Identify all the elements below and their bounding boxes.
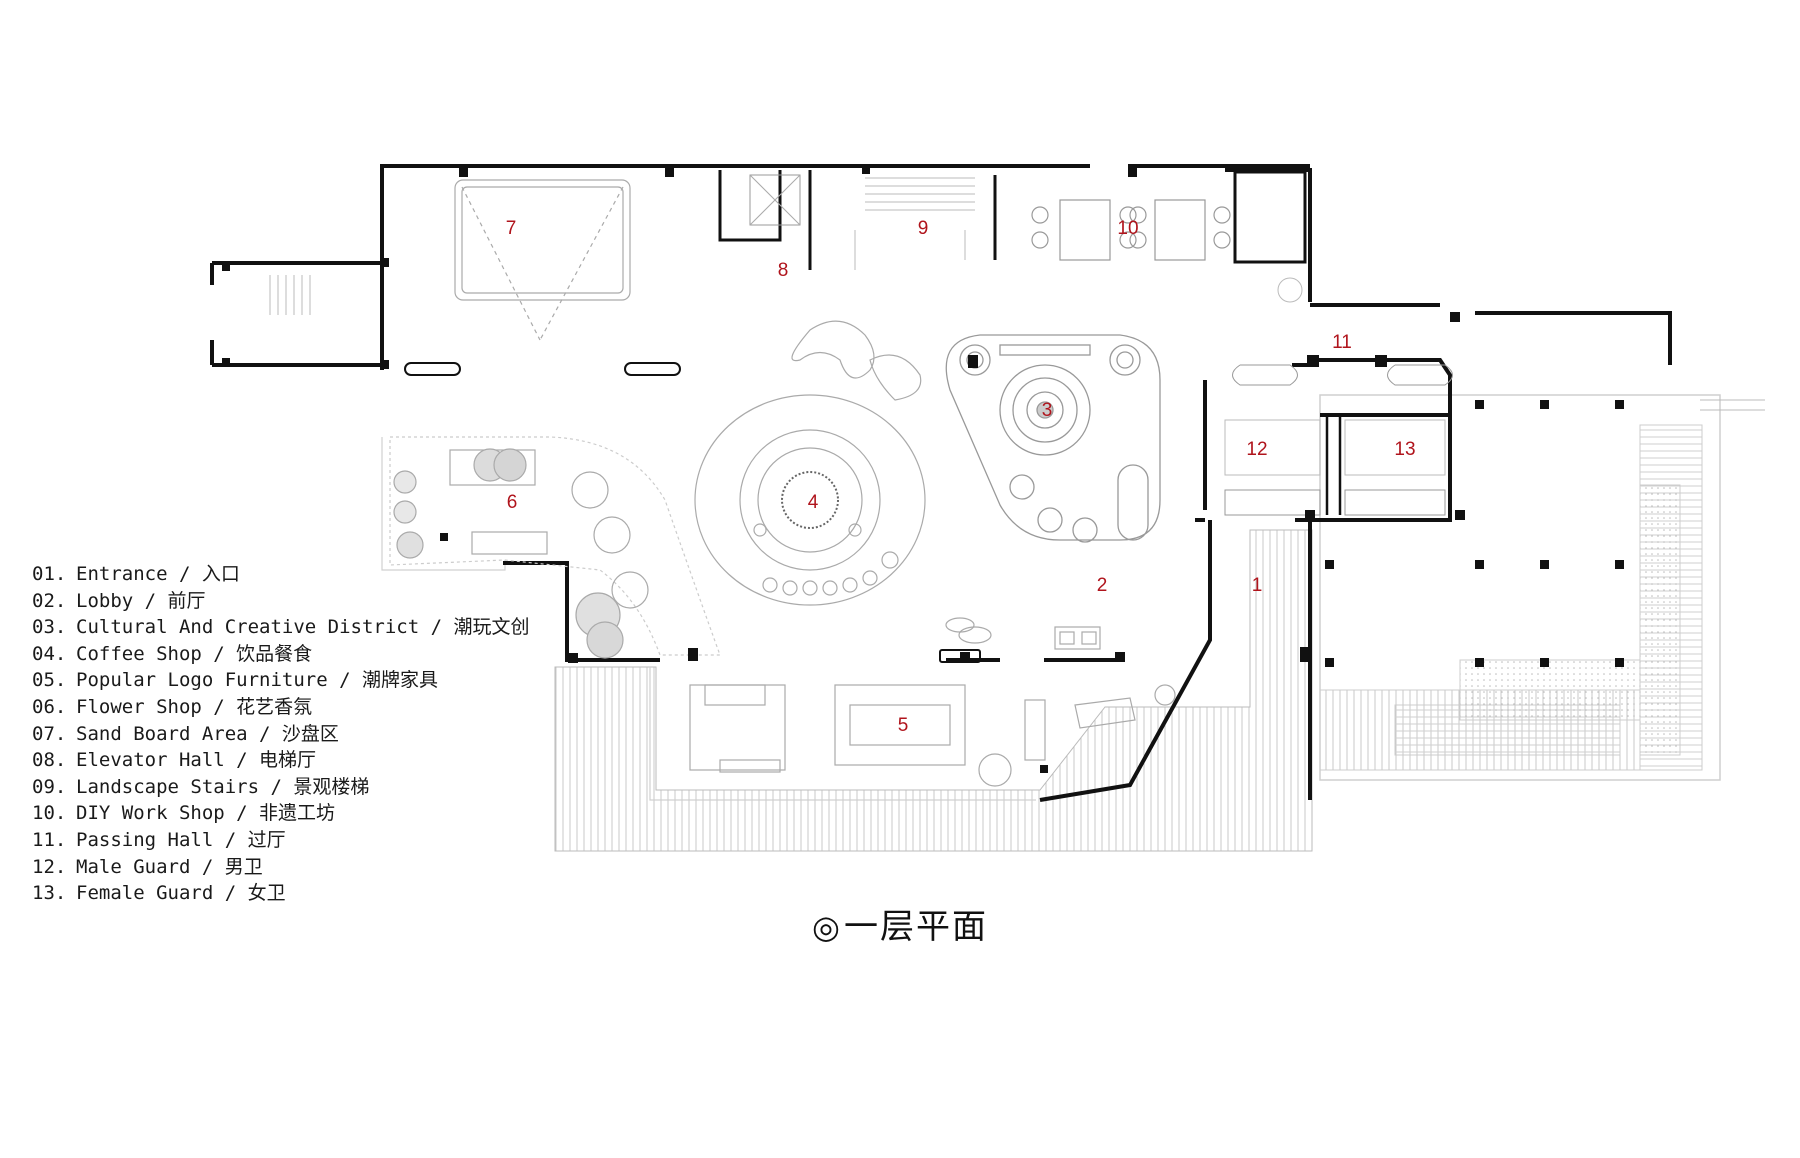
- drawing-title: ◎一层平面: [0, 899, 1800, 948]
- legend-item: 09.Landscape Stairs / 景观楼梯: [32, 775, 370, 798]
- north-room: [1233, 170, 1307, 303]
- walls: [210, 164, 1672, 802]
- restrooms: [1224, 364, 1453, 516]
- room-number-2: 2: [1096, 575, 1108, 596]
- room-number-9: 9: [917, 218, 929, 239]
- room-number-3: 3: [1041, 400, 1053, 421]
- legend-item: 04.Coffee Shop / 饮品餐食: [32, 642, 313, 665]
- flower-shop: [389, 436, 721, 659]
- room-number-4: 4: [807, 492, 819, 513]
- room-number-12: 12: [1246, 439, 1268, 460]
- legend-item: 11.Passing Hall / 过厅: [32, 828, 286, 851]
- legend-item: 05.Popular Logo Furniture / 潮牌家具: [32, 669, 438, 692]
- room-number-6: 6: [506, 492, 518, 513]
- drawing-title-text: 一层平面: [843, 907, 988, 947]
- structural-columns: [222, 166, 1624, 667]
- sand-board: [454, 179, 631, 341]
- south-terrace: [554, 529, 1313, 852]
- legend-item: 13.Female Guard / 女卫: [32, 882, 286, 905]
- legend-item: 08.Elevator Hall / 电梯厅: [32, 749, 317, 772]
- landscape-stairs: [854, 175, 997, 270]
- room-number-7: 7: [505, 218, 517, 239]
- lobby-furniture: [791, 320, 1101, 650]
- wall-pills: [404, 362, 981, 663]
- room-legend: 01.Entrance / 入口 02.Lobby / 前厅 03.Cultur…: [32, 561, 530, 907]
- elevator-hall: [718, 170, 812, 270]
- legend-item: 02.Lobby / 前厅: [32, 589, 206, 612]
- logo-furniture: [689, 684, 1176, 787]
- double-circle-icon: ◎: [812, 908, 842, 946]
- legend-item: 06.Flower Shop / 花艺香氛: [32, 695, 313, 718]
- creative-district: [945, 334, 1161, 543]
- coffee-shop: [694, 394, 926, 606]
- room-number-5: 5: [897, 715, 909, 736]
- workshop-tables: [1031, 199, 1231, 261]
- legend-item: 03.Cultural And Creative District / 潮玩文创: [32, 616, 530, 639]
- east-garden: [1319, 394, 1765, 781]
- legend-item: 07.Sand Board Area / 沙盘区: [32, 722, 339, 745]
- west-stair: [269, 275, 311, 315]
- room-number-8: 8: [777, 260, 789, 281]
- legend-item: 12.Male Guard / 男卫: [32, 855, 263, 878]
- room-number-11: 11: [1332, 332, 1352, 353]
- room-number-10: 10: [1117, 218, 1139, 239]
- room-number-13: 13: [1394, 439, 1416, 460]
- room-number-1: 1: [1251, 575, 1263, 596]
- legend-item: 01.Entrance / 入口: [32, 563, 240, 585]
- legend-item: 10.DIY Work Shop / 非遗工坊: [32, 802, 336, 825]
